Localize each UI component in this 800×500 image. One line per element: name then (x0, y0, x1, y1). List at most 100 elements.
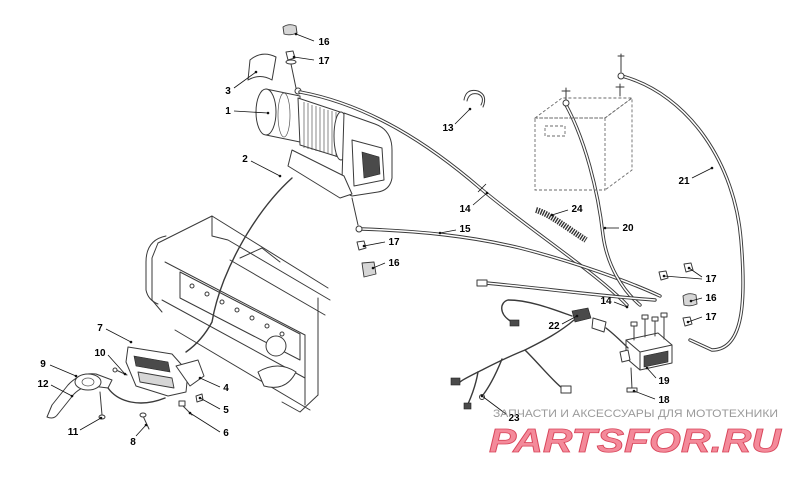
leader-dot (687, 266, 691, 270)
callout-2-control-wire: 2 (242, 154, 282, 178)
cable-15-terminal (355, 225, 363, 233)
callout-17-middle-nut: 17 (362, 237, 400, 248)
harness-wire (605, 327, 629, 349)
callout-label: 9 (40, 359, 46, 370)
harness-connector (463, 402, 472, 410)
plate-hole (279, 331, 285, 337)
battery (533, 53, 634, 191)
contactor-solenoid (619, 312, 673, 393)
callout-label: 10 (94, 348, 106, 359)
callout-5-nut: 5 (198, 396, 229, 416)
lever-clamp-bore (81, 377, 95, 387)
callout-12-lever-clamp: 12 (37, 379, 74, 398)
cable-21-inner (621, 75, 744, 351)
leader-line (561, 315, 578, 325)
callouts: 16 17 3 1 2 13 14 (37, 32, 717, 448)
leader-line (199, 377, 221, 388)
winch-mount-plate (287, 149, 353, 199)
leader-line (687, 316, 703, 323)
leader-line (363, 241, 386, 247)
winch-cover (247, 53, 277, 81)
plate-hole (249, 315, 255, 321)
callout-22-connector: 22 (548, 314, 579, 332)
callout-label: 16 (388, 258, 400, 269)
leader-line (49, 364, 77, 377)
terminal-washer-top (285, 59, 297, 65)
lever-clamp (74, 373, 102, 391)
callout-11-bolt: 11 (68, 416, 103, 438)
gearbox-label (361, 151, 381, 179)
switch-screw-head (112, 367, 118, 373)
leader-line (50, 384, 73, 397)
winch-assembly (247, 24, 393, 226)
switch-housing (125, 346, 189, 397)
frame-lower-rail (161, 299, 306, 379)
leader-dot (575, 314, 579, 318)
leader-line (690, 297, 703, 302)
callout-19-contactor: 19 (645, 366, 670, 387)
contactor-studs (633, 315, 665, 341)
contactor-edges (625, 339, 673, 371)
callout-label: 23 (508, 413, 520, 424)
leader-line (105, 328, 132, 343)
leader-line (135, 424, 147, 437)
battery-front (534, 117, 606, 191)
callout-8-bolt: 8 (130, 423, 148, 448)
logo-text: PARTSFOR.RU (489, 422, 782, 459)
callout-label: 19 (658, 376, 670, 387)
callout-label: 12 (37, 379, 49, 390)
callout-label: 15 (459, 224, 471, 235)
leader-line (199, 397, 221, 410)
leader-dot (74, 374, 78, 378)
leader-line (551, 209, 569, 216)
callout-16-middle-cap: 16 (371, 258, 400, 270)
leader-line (691, 167, 713, 179)
stud-nut (641, 314, 649, 320)
callout-17-top-nut: 17 (292, 55, 330, 67)
leader-line (189, 412, 221, 433)
leader-line (688, 267, 703, 278)
leader-line (293, 56, 315, 61)
callout-label: 13 (442, 123, 454, 134)
callout-24-sleeve: 24 (550, 204, 583, 217)
winch-motor-end (255, 88, 277, 136)
leader-line (79, 417, 102, 431)
frame-disc (265, 335, 287, 357)
plate-hole (189, 283, 195, 289)
stud-nut (660, 312, 668, 318)
terminal-stud (290, 63, 297, 89)
frame-gusset (239, 247, 281, 263)
frame-bracket (257, 365, 297, 388)
watermark-tagline: ЗАПЧАСТИ И АКСЕССУАРЫ ДЛЯ МОТОТЕХНИКИ (493, 408, 778, 420)
leader-line (250, 160, 281, 177)
leader-dot (144, 423, 148, 427)
plate-hole (234, 307, 240, 313)
leader-dot (662, 274, 666, 278)
terminal-cap (682, 293, 698, 307)
frame-front-tube (151, 242, 163, 313)
terminal-cap-top (282, 24, 298, 36)
callout-18-bolt: 18 (632, 389, 670, 406)
split-loom-sleeve (535, 207, 588, 243)
callout-23-harness: 23 (480, 394, 520, 424)
winch-motor-ring (277, 92, 291, 138)
leader-dot (266, 111, 270, 115)
leader-line (481, 395, 507, 415)
cable-21-terminal (617, 72, 625, 80)
callout-label: 8 (130, 437, 136, 448)
callout-13-clamp: 13 (442, 107, 472, 134)
leader-line (295, 33, 315, 42)
harness-wire (482, 358, 503, 396)
stud-nut (630, 321, 638, 327)
leader-dot (625, 305, 629, 309)
battery-label (544, 125, 566, 137)
control-wire-2 (185, 177, 293, 353)
leader-line (472, 192, 488, 206)
leader-dot (710, 166, 714, 170)
vehicle-frame (145, 215, 331, 413)
leader-line (454, 108, 471, 125)
callout-label: 14 (600, 296, 612, 307)
callout-label: 4 (223, 383, 229, 394)
callout-label: 20 (622, 223, 634, 234)
